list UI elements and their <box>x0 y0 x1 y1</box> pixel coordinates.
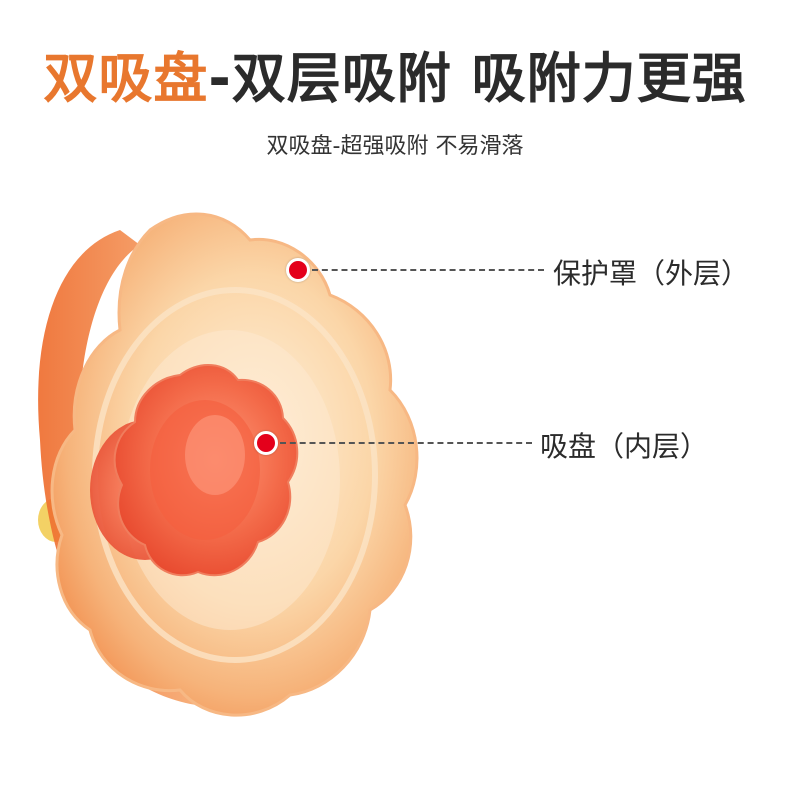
page-headline: 双吸盘-双层吸附 吸附力更强 <box>0 34 790 113</box>
inner-layer-label: 吸盘（内层） <box>540 430 709 463</box>
headline-accent: 双吸盘 <box>43 47 209 110</box>
page-subtitle: 双吸盘-超强吸附 不易滑落 <box>266 134 524 159</box>
outer-layer-leader-line <box>312 269 544 271</box>
outer-layer-marker-dot <box>286 258 310 282</box>
inner-cup-highlight-shape <box>185 415 245 495</box>
headline-rest: -双层吸附 吸附力更强 <box>208 47 747 110</box>
outer-layer-label: 保护罩（外层） <box>553 257 750 290</box>
inner-layer-marker-dot <box>254 431 278 455</box>
inner-layer-leader-line <box>280 442 532 444</box>
suction-cup-product-image <box>38 212 419 717</box>
